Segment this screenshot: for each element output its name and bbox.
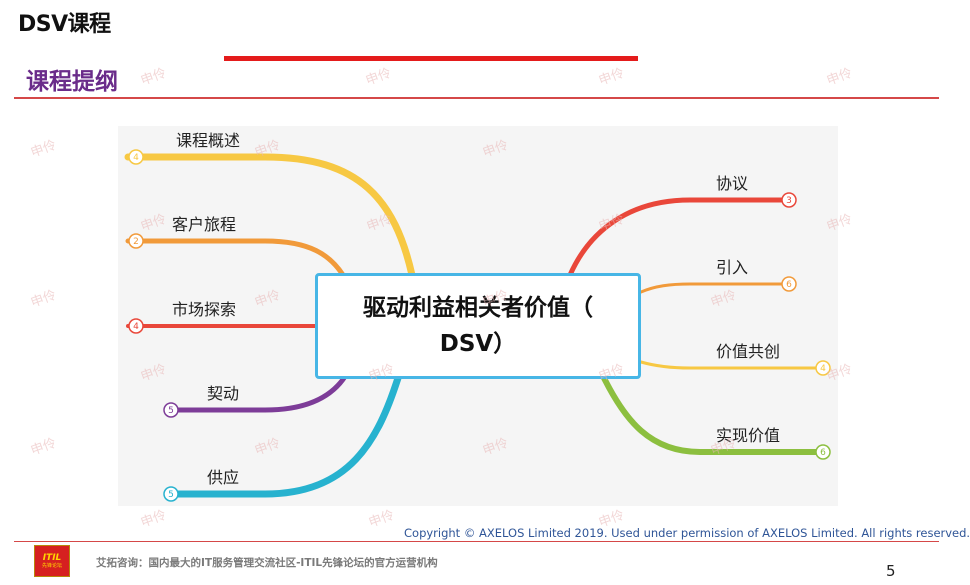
mindmap-branches: 4 2 4 5 5 3 6 4 6 <box>124 149 831 502</box>
itil-forum-logo: ITIL 先锋论坛 <box>34 545 70 577</box>
center-node-text: 驱动利益相关者价值（ DSV） <box>363 295 593 357</box>
mindmap-center-node: 驱动利益相关者价值（ DSV） <box>315 273 641 379</box>
branch-label-left-1: 课程概述 <box>176 131 241 150</box>
logo-text: ITIL <box>42 553 62 563</box>
branch-label-left-4: 契动 <box>207 384 240 403</box>
copyright-notice: Copyright © AXELOS Limited 2019. Used un… <box>404 526 970 540</box>
count-text-right-3: 4 <box>820 364 826 374</box>
branch-label-right-2: 引入 <box>716 258 749 277</box>
branch-label-right-1: 协议 <box>716 174 749 193</box>
branch-line-right-3 <box>639 360 825 370</box>
branch-line-right-1 <box>567 197 793 278</box>
branch-label-right-3: 价值共创 <box>716 342 781 361</box>
page-number: 5 <box>886 562 896 580</box>
count-circle-left-4 <box>163 402 179 418</box>
count-text-left-5: 5 <box>168 490 174 500</box>
count-circle-right-4 <box>815 444 831 460</box>
count-circle-right-3 <box>815 360 831 376</box>
branch-line-right-4 <box>601 375 826 455</box>
footer-organization-text: 艾拓咨询：国内最大的IT服务管理交流社区-ITIL先锋论坛的官方运营机构 <box>96 557 438 569</box>
branch-line-left-4 <box>167 375 347 413</box>
count-text-right-1: 3 <box>786 196 792 206</box>
branch-label-left-3: 市场探索 <box>172 300 237 319</box>
logo-subtext: 先锋论坛 <box>41 563 62 569</box>
section-title: 课程提纲 <box>26 69 118 95</box>
branch-label-left-2: 客户旅程 <box>172 215 237 234</box>
count-circle-right-2 <box>781 276 797 292</box>
section-divider <box>14 97 939 99</box>
count-circle-left-3 <box>128 318 144 334</box>
count-circle-right-1 <box>781 192 797 208</box>
count-text-left-3: 4 <box>133 322 139 332</box>
footer-divider <box>14 541 939 542</box>
count-circle-left-2 <box>128 233 144 249</box>
branch-label-left-5: 供应 <box>207 468 240 487</box>
count-text-left-1: 4 <box>133 153 139 163</box>
branch-label-right-4: 实现价值 <box>716 426 781 445</box>
document-title: DSV课程 <box>18 12 111 37</box>
count-circle-left-5 <box>163 486 179 502</box>
branch-line-right-2 <box>639 282 792 294</box>
branch-line-left-5 <box>166 374 402 498</box>
branch-line-left-2 <box>125 238 346 278</box>
branch-line-left-1 <box>124 153 416 279</box>
count-text-right-4: 6 <box>820 448 826 458</box>
count-text-right-2: 6 <box>786 280 792 290</box>
title-accent-bar <box>224 56 638 61</box>
count-circle-left-1 <box>128 149 144 165</box>
count-text-left-2: 2 <box>133 237 139 247</box>
count-text-left-4: 5 <box>168 406 174 416</box>
